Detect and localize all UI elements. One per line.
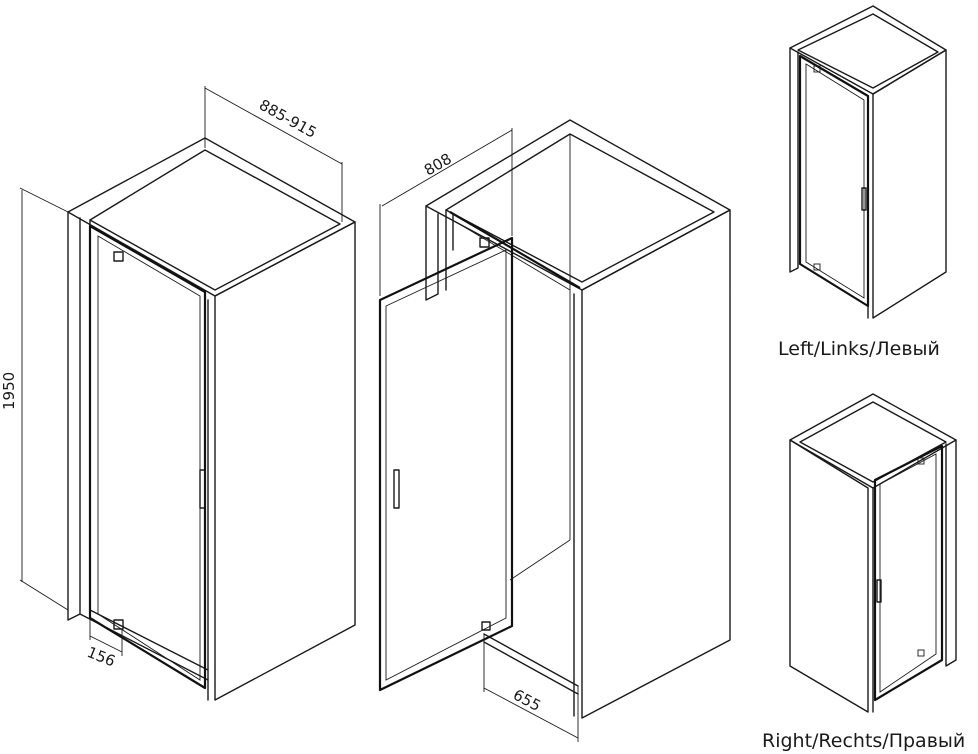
right-variant-door	[873, 444, 944, 702]
open-door-handle	[393, 469, 400, 509]
hinge-offset-dimension-line	[89, 635, 123, 653]
left-wall	[67, 211, 81, 621]
door-closed	[88, 224, 207, 690]
caption-left: Left/Links/Левый	[778, 338, 940, 360]
variant-right	[789, 393, 957, 713]
right-variant-side-wall	[789, 439, 869, 713]
enclosure-closed: 885-915 1950 156	[0, 86, 356, 701]
side-wall	[214, 221, 356, 701]
enclosure-top-inner	[89, 149, 341, 291]
hinge-bottom	[113, 619, 124, 630]
opening-dimension-line	[483, 687, 579, 739]
hinge-top	[113, 251, 124, 262]
door-open	[378, 236, 514, 692]
width-range-label: 885-915	[256, 96, 320, 142]
left-variant-door	[798, 54, 870, 308]
door-width-dimension-line	[381, 129, 513, 207]
enclosure-top-outer	[67, 137, 356, 297]
width-dimension-line	[204, 87, 343, 165]
door-width-label: 808	[421, 150, 455, 180]
door-handle	[199, 469, 206, 509]
open-top-outer	[425, 119, 731, 291]
open-top-inner	[445, 133, 715, 283]
left-variant-side-wall	[872, 49, 947, 319]
open-side-wall	[581, 209, 731, 719]
variant-left	[789, 5, 947, 319]
height-label: 1950	[0, 372, 18, 410]
caption-right: Right/Rechts/Правый	[762, 730, 966, 752]
enclosure-open: 808 655	[378, 119, 731, 742]
